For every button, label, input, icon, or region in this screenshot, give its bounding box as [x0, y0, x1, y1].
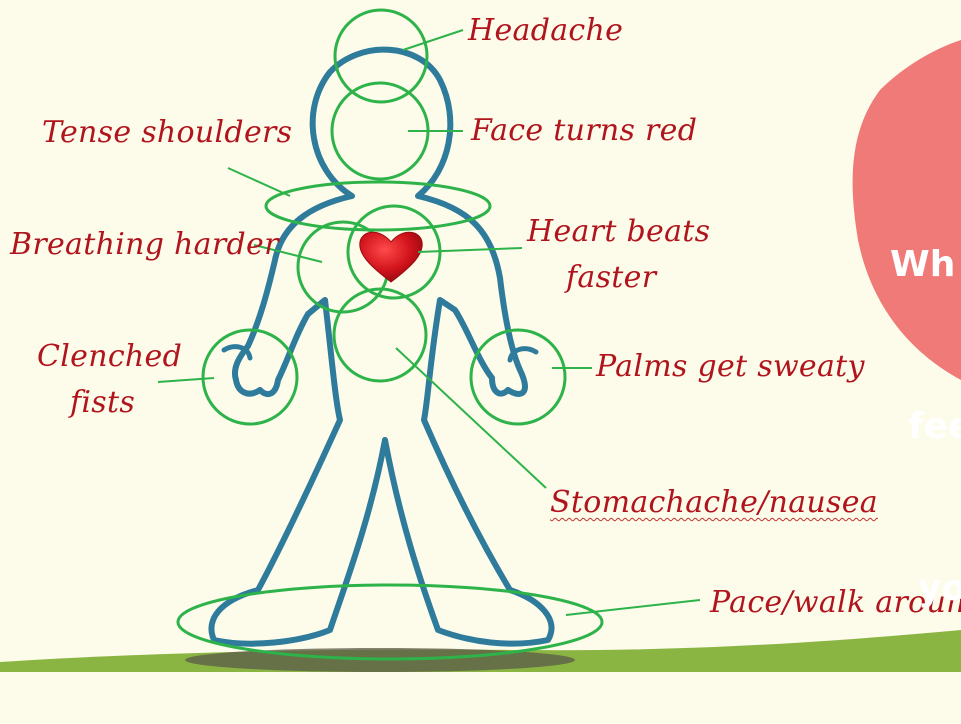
label-stomachache-nausea: Stomachache/nausea [550, 486, 878, 520]
heart-icon [360, 232, 422, 282]
label-heart-beats-faster-line1: Heart beats [527, 215, 710, 249]
bubble-line-1: Wh [890, 238, 961, 292]
headache-line [403, 30, 463, 50]
stomach-circle [334, 289, 426, 381]
label-heart-beats-faster-line2: faster [566, 261, 656, 295]
label-palms-get-sweaty: Palms get sweaty [596, 350, 865, 384]
right-palm-circle [471, 330, 565, 424]
bubble-line-2: fee [890, 400, 961, 454]
label-breathing-harder: Breathing harder [10, 228, 279, 262]
label-tense-shoulders: Tense shoulders [42, 116, 292, 150]
fists-line [158, 378, 214, 382]
label-headache: Headache [468, 14, 623, 48]
body-diagram: Headache Face turns red Tense shoulders … [0, 0, 961, 672]
shoulders-line [228, 168, 290, 196]
label-face-turns-red: Face turns red [471, 114, 697, 148]
left-thumb-detail [224, 347, 250, 358]
label-clenched-fists-line2: fists [70, 386, 135, 420]
feet-ellipse [178, 585, 602, 659]
speech-bubble-text: Wh fee yo [890, 130, 961, 724]
diagram-svg [0, 0, 961, 672]
label-clenched-fists-line1: Clenched [37, 340, 182, 374]
heart-line [418, 248, 522, 252]
bubble-line-3: yo [890, 562, 961, 616]
shoulders-ellipse [266, 182, 490, 230]
